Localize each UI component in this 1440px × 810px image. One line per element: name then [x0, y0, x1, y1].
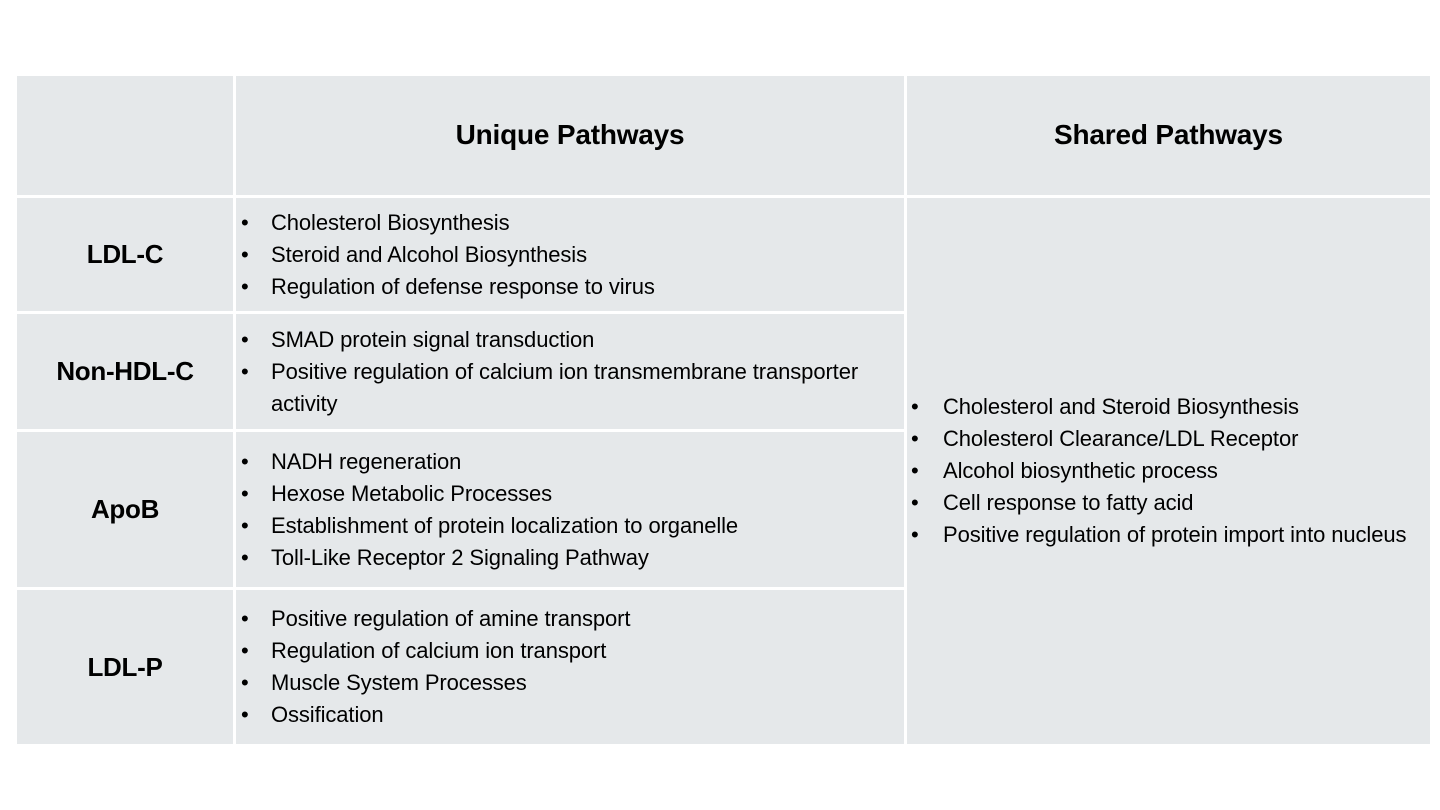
bullet-icon: • — [241, 702, 249, 727]
pathway-label: Hexose Metabolic Processes — [271, 480, 553, 506]
pathway-label: Cholesterol Clearance/LDL Receptor — [943, 426, 1299, 451]
bullet-icon: • — [241, 606, 249, 631]
shared-pathways-cell: • Cholesterol and Steroid Biosynthesis • Ch… — [907, 198, 1430, 744]
row-label-ldl-p: LDL-P — [17, 590, 233, 744]
pathway-list-item: • Alcohol biosynthetic process — [911, 455, 1412, 487]
pathway-label: Steroid and Alcohol Biosynthesis — [271, 241, 587, 267]
unique-pathway-list: • NADH regeneration • Hexose Metabolic Proc… — [241, 446, 894, 574]
pathway-list-item: • Regulation of defense response to virus — [241, 271, 894, 303]
pathway-label: Cell response to fatty acid — [943, 490, 1194, 515]
pathway-list-item: • Cholesterol and Steroid Biosynthesis — [911, 391, 1412, 423]
pathway-list-item: • Regulation of calcium ion transport — [241, 635, 894, 667]
pathway-list-item: • Positive regulation of protein import i… — [911, 519, 1412, 551]
bullet-icon: • — [911, 394, 919, 419]
pathway-list-item: • Muscle System Processes — [241, 667, 894, 699]
row-label-apob: ApoB — [17, 432, 233, 587]
unique-pathway-list: • SMAD protein signal transduction • Positi… — [241, 324, 894, 420]
unique-pathway-list: •Positive regulation of amine transport•… — [241, 603, 894, 731]
bullet-icon: • — [911, 522, 919, 547]
bullet-icon: • — [241, 638, 249, 663]
pathway-label: Cholesterol Biosynthesis — [271, 209, 510, 235]
pathway-list-item: • NADH regeneration — [241, 446, 894, 478]
bullet-icon: • — [911, 490, 919, 515]
bullet-icon: • — [911, 426, 919, 451]
column-header-unique-pathways: Unique Pathways — [236, 76, 904, 195]
row-label-text: ApoB — [90, 494, 160, 525]
bullet-icon: • — [241, 544, 249, 570]
pathway-label: Establishment of protein localization to… — [271, 512, 739, 538]
column-header-shared-pathways: Shared Pathways — [907, 76, 1430, 195]
column-header-label: Unique Pathways — [455, 119, 685, 151]
bullet-icon: • — [911, 458, 919, 483]
unique-pathways-cell-ldl-c: • Cholesterol Biosynthesis • Steroid and Al… — [236, 198, 904, 311]
pathway-list-item: • Cell response to fatty acid — [911, 487, 1412, 519]
pathway-label: Positive regulation of calcium ion trans… — [271, 358, 859, 416]
bullet-icon: • — [241, 512, 249, 538]
unique-pathway-list: • Cholesterol Biosynthesis • Steroid and Al… — [241, 207, 894, 303]
pathway-label: Cholesterol and Steroid Biosynthesis — [943, 394, 1299, 419]
pathway-label: Positive regulation of protein import in… — [943, 522, 1407, 547]
pathway-label: Alcohol biosynthetic process — [943, 458, 1218, 483]
bullet-icon: • — [241, 273, 249, 299]
row-label-non-hdl-c: Non-HDL-C — [17, 314, 233, 429]
pathway-list-item: • Hexose Metabolic Processes — [241, 478, 894, 510]
pathway-label: Regulation of defense response to virus — [271, 273, 655, 299]
row-label-text: LDL-C — [86, 239, 164, 270]
bullet-icon: • — [241, 670, 249, 695]
table-corner-cell — [17, 76, 233, 195]
pathway-label: Toll-Like Receptor 2 Signaling Pathway — [271, 544, 649, 570]
bullet-icon: • — [241, 358, 249, 384]
unique-pathways-cell-apob: • NADH regeneration • Hexose Metabolic Proc… — [236, 432, 904, 587]
unique-pathways-cell-non-hdl-c: • SMAD protein signal transduction • Positi… — [236, 314, 904, 429]
row-label-ldl-c: LDL-C — [17, 198, 233, 311]
bullet-icon: • — [241, 448, 249, 474]
pathway-label: SMAD protein signal transduction — [271, 326, 595, 352]
pathway-list-item: • Cholesterol Clearance/LDL Receptor — [911, 423, 1412, 455]
pathway-list-item: • Steroid and Alcohol Biosynthesis — [241, 239, 894, 271]
bullet-icon: • — [241, 326, 249, 352]
bullet-icon: • — [241, 209, 249, 235]
row-label-text: Non-HDL-C — [56, 356, 194, 387]
pathways-comparison-table: Unique Pathways Shared Pathways LDL-C • C… — [17, 76, 1430, 744]
bullet-icon: • — [241, 241, 249, 267]
pathway-label: Positive regulation of amine transport — [271, 606, 631, 631]
row-label-text: LDL-P — [87, 651, 163, 682]
pathway-list-item: • Toll-Like Receptor 2 Signaling Pathway — [241, 542, 894, 574]
unique-pathways-cell-ldl-p: •Positive regulation of amine transport•… — [236, 590, 904, 744]
pathway-label: Regulation of calcium ion transport — [271, 638, 607, 663]
bullet-icon: • — [241, 480, 249, 506]
pathway-list-item: • Ossification — [241, 699, 894, 731]
pathway-label: Muscle System Processes — [271, 670, 527, 695]
pathway-list-item: • Establishment of protein localization t… — [241, 510, 894, 542]
pathway-list-item: • Positive regulation of calcium ion tran… — [241, 356, 894, 420]
pathway-label: Ossification — [271, 702, 384, 727]
pathway-list-item: • Cholesterol Biosynthesis — [241, 207, 894, 239]
shared-pathway-list: • Cholesterol and Steroid Biosynthesis • Ch… — [911, 391, 1412, 551]
pathway-label: NADH regeneration — [271, 448, 462, 474]
pathway-list-item: • Positive regulation of amine transport — [241, 603, 894, 635]
pathway-list-item: • SMAD protein signal transduction — [241, 324, 894, 356]
column-header-label: Shared Pathways — [1054, 119, 1283, 151]
